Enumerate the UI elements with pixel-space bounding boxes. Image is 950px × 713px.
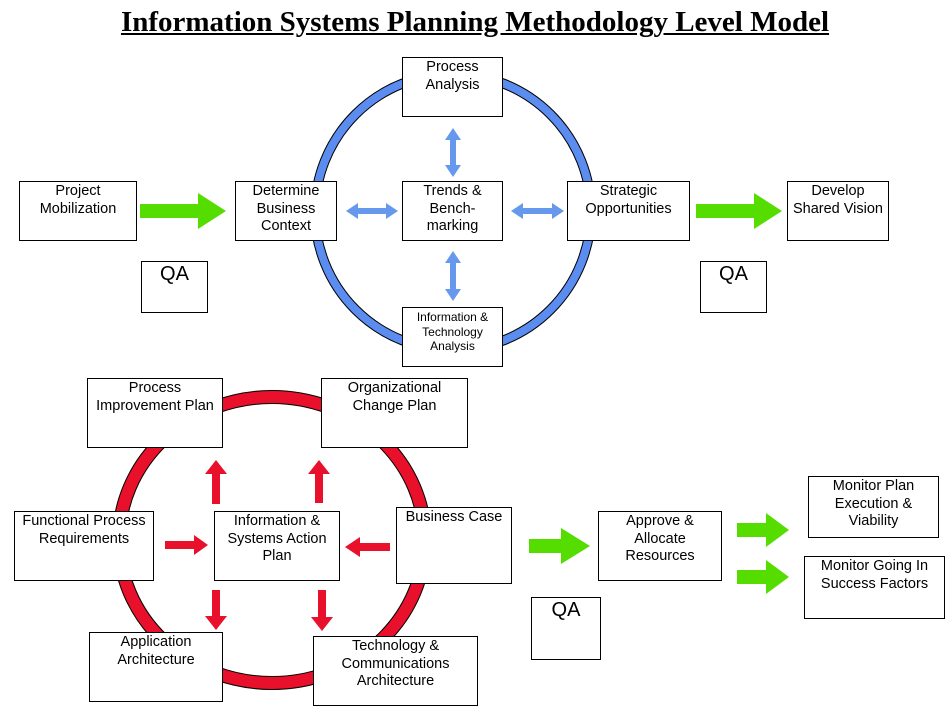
process-analysis-box: Process Analysis [402, 57, 503, 117]
red-arrow-left [345, 537, 390, 557]
organizational-change-plan-box: Organizational Change Plan [321, 378, 468, 448]
qa-box-1: QA [141, 261, 208, 313]
project-mobilization-box: Project Mobilization [19, 181, 137, 241]
green-arrow-right [696, 193, 782, 229]
green-arrow-right [140, 193, 226, 229]
green-arrow-right [737, 513, 789, 547]
approve-allocate-resources-box: Approve & Allocate Resources [598, 511, 722, 581]
info-tech-analysis-box: Information & Technology Analysis [402, 307, 503, 367]
red-arrow-up [205, 460, 227, 504]
double-arrow-left-right [511, 203, 564, 219]
blue-arrows [346, 128, 564, 301]
red-arrow-up [308, 460, 330, 503]
monitor-going-in-box: Monitor Going In Success Factors [804, 556, 945, 619]
qa-box-3: QA [531, 597, 601, 660]
tech-comm-architecture-box: Technology & Communications Architecture [313, 636, 478, 706]
trends-benchmarking-box: Trends & Bench- marking [402, 181, 503, 241]
double-arrow-left-right [346, 203, 398, 219]
application-architecture-box: Application Architecture [89, 632, 223, 702]
green-arrow-right [529, 528, 590, 564]
info-systems-action-plan-box: Information & Systems Action Plan [214, 511, 340, 581]
determine-business-context-box: Determine Business Context [235, 181, 337, 241]
process-improvement-plan-box: Process Improvement Plan [87, 378, 223, 448]
develop-shared-vision-box: Develop Shared Vision [787, 181, 889, 241]
functional-process-requirements-box: Functional Process Requirements [14, 511, 154, 581]
green-arrow-right [737, 560, 789, 594]
red-arrow-right [165, 535, 208, 555]
red-arrow-down [205, 590, 227, 630]
double-arrow-up-down [445, 128, 461, 177]
qa-box-2: QA [700, 261, 767, 313]
strategic-opportunities-box: Strategic Opportunities [567, 181, 690, 241]
green-arrows [140, 193, 789, 594]
business-case-box: Business Case [396, 507, 512, 584]
page-title: Information Systems Planning Methodology… [120, 6, 830, 38]
red-arrows [165, 460, 390, 631]
double-arrow-up-down [445, 251, 461, 301]
red-arrow-down [311, 590, 333, 631]
monitor-plan-execution-box: Monitor Plan Execution & Viability [808, 476, 939, 538]
